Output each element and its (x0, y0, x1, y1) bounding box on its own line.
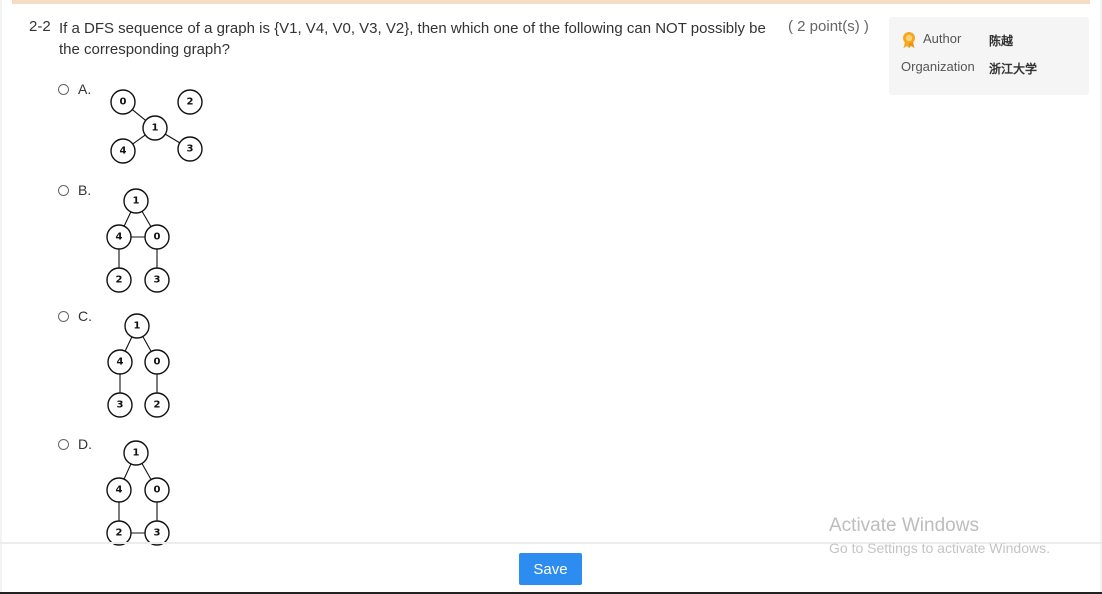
node-3: 3 (107, 392, 133, 418)
question-number: 2-2 (29, 18, 51, 35)
left-edge (0, 0, 2, 594)
svg-text:3: 3 (187, 144, 194, 155)
question-text: If a DFS sequence of a graph is {V1, V4,… (59, 20, 766, 58)
node-1: 1 (123, 188, 149, 214)
node-1: 1 (123, 440, 149, 466)
option-d-label[interactable]: D. (78, 436, 92, 452)
option-b-radio[interactable] (58, 185, 69, 196)
node-4: 4 (106, 477, 132, 503)
node-1: 1 (142, 115, 168, 141)
svg-text:3: 3 (154, 275, 161, 286)
node-4: 4 (110, 138, 136, 164)
svg-text:2: 2 (116, 528, 123, 539)
node-4: 4 (107, 349, 133, 375)
svg-text:0: 0 (154, 232, 161, 243)
right-edge (1100, 0, 1102, 594)
node-2: 2 (106, 520, 132, 546)
option-a-graph: 0 1 2 3 4 (110, 89, 203, 164)
svg-text:4: 4 (116, 485, 123, 496)
svg-text:4: 4 (120, 146, 127, 157)
svg-text:0: 0 (154, 357, 161, 368)
svg-text:4: 4 (117, 357, 124, 368)
svg-text:2: 2 (116, 275, 123, 286)
node-0: 0 (144, 349, 170, 375)
author-badge-icon (903, 32, 915, 48)
svg-text:1: 1 (133, 448, 140, 459)
node-3: 3 (144, 267, 170, 293)
svg-text:0: 0 (120, 97, 127, 108)
author-info-box: Author 陈越 Organization 浙江大学 (889, 17, 1089, 95)
node-2: 2 (144, 392, 170, 418)
option-d-radio[interactable] (58, 439, 69, 450)
option-d-graph: 1 4 0 2 3 (106, 440, 170, 546)
svg-text:2: 2 (187, 97, 194, 108)
top-accent-stripe (12, 0, 1090, 4)
organization-label: Organization (901, 59, 975, 74)
option-b-label[interactable]: B. (78, 182, 92, 198)
node-4: 4 (106, 224, 132, 250)
activate-windows-subtitle: Go to Settings to activate Windows. (829, 540, 1050, 556)
node-2: 2 (106, 267, 132, 293)
option-c-graph: 1 4 0 3 2 (107, 313, 170, 418)
author-label: Author (923, 31, 962, 46)
option-a-label[interactable]: A. (78, 81, 92, 97)
organization-name: 浙江大学 (989, 62, 1038, 76)
option-b-graph: 1 4 0 2 3 (106, 188, 170, 293)
question-points: ( 2 point(s) ) (788, 18, 869, 35)
node-1: 1 (124, 313, 150, 339)
option-c-radio[interactable] (58, 311, 69, 322)
svg-text:3: 3 (117, 400, 124, 411)
node-0: 0 (144, 224, 170, 250)
author-name: 陈越 (989, 34, 1014, 48)
save-button[interactable]: Save (519, 553, 582, 585)
svg-text:4: 4 (116, 232, 123, 243)
svg-text:0: 0 (154, 485, 161, 496)
activate-windows-title: Activate Windows (829, 515, 979, 536)
option-c-label[interactable]: C. (78, 308, 92, 324)
svg-text:1: 1 (133, 196, 140, 207)
node-0: 0 (110, 89, 136, 115)
svg-text:2: 2 (154, 400, 161, 411)
node-3: 3 (144, 520, 170, 546)
node-3: 3 (177, 136, 203, 162)
option-a-radio[interactable] (58, 84, 69, 95)
node-0: 0 (144, 477, 170, 503)
node-2: 2 (177, 89, 203, 115)
svg-text:1: 1 (134, 321, 141, 332)
svg-text:1: 1 (152, 123, 159, 134)
svg-text:3: 3 (154, 528, 161, 539)
bottom-border (0, 592, 1102, 594)
footer-divider (0, 542, 1102, 544)
